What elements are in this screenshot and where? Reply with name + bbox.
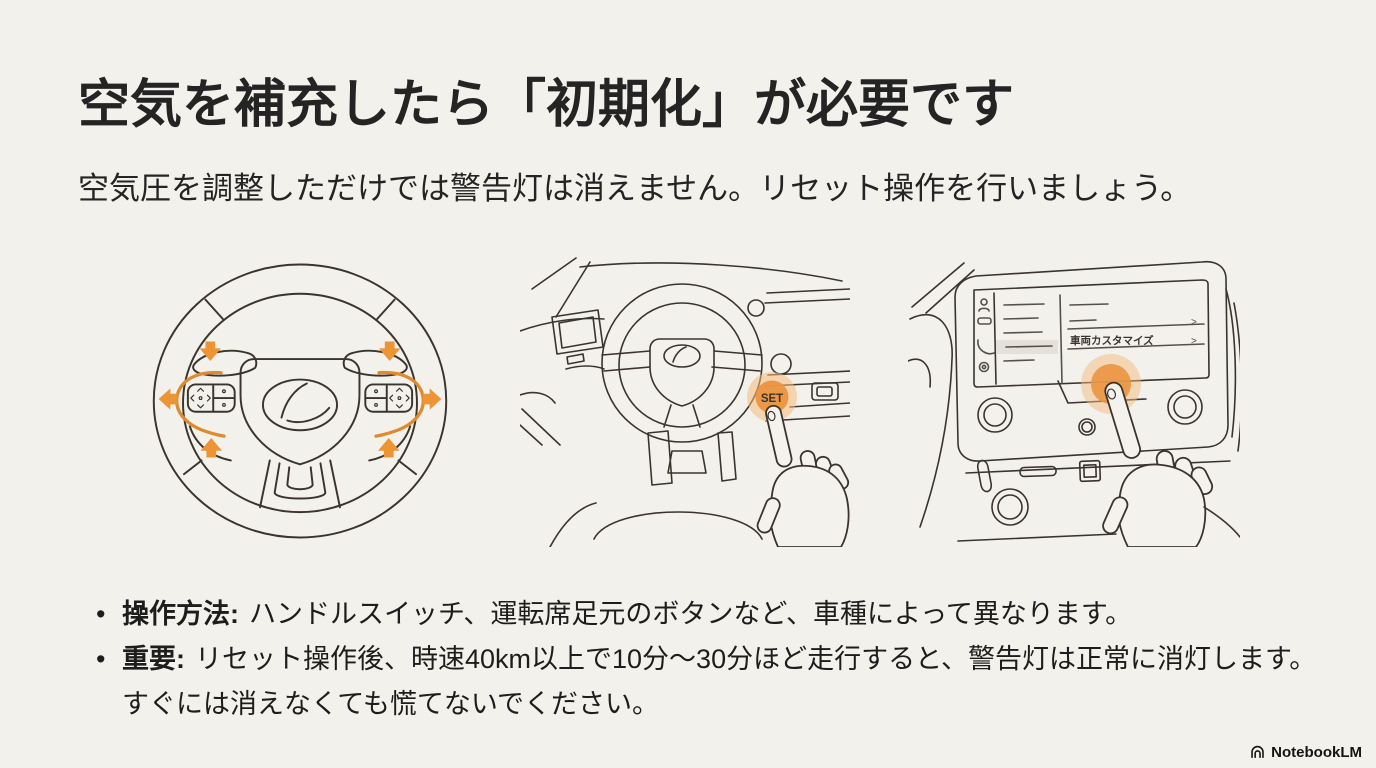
direction-arrow-icons: [158, 341, 442, 458]
cockpit-lower: [549, 430, 763, 547]
touchscreen-menu-lines: [1003, 294, 1205, 384]
rotary-dial: [997, 494, 1023, 520]
thumb: [756, 497, 781, 534]
center-button: [1081, 421, 1093, 433]
cockpit-frame: [520, 257, 850, 446]
wrist-line: [1203, 506, 1240, 538]
bullet-item-method: • 操作方法: ハンドルスイッチ、運転席足元のボタンなど、車種によって異なります。: [94, 592, 1334, 637]
notebooklm-logo-icon: [1251, 745, 1264, 759]
cockpit-steering-wheel: [601, 283, 763, 443]
phone-icon: [977, 339, 995, 355]
figure-touchscreen-menu: 車両カスタマイズ > >: [908, 255, 1240, 547]
person-icon: [978, 307, 990, 312]
set-button-label: SET: [761, 393, 783, 405]
bullet-list: • 操作方法: ハンドルスイッチ、運転席足元のボタンなど、車種によって異なります。…: [94, 592, 1334, 727]
fingernail: [1106, 388, 1117, 400]
pressing-hand: [756, 404, 850, 547]
wheel-rim: [152, 263, 448, 539]
lexus-logo-icon: [261, 378, 339, 432]
left-knob: [983, 403, 1007, 427]
car-icon: [977, 317, 992, 325]
page-subtitle: 空気圧を調整しただけでは警告灯は消えません。リセット操作を行いましょう。: [78, 171, 1192, 206]
brand-label: NotebookLM: [1271, 744, 1362, 761]
touchscreen-illustration: 車両カスタマイズ > >: [908, 260, 1240, 547]
dpad-icons: [190, 387, 410, 409]
bullet-body: リセット操作後、時速40km以上で10分〜30分ほど走行すると、警告灯は正常に消…: [122, 644, 1317, 719]
palm: [1117, 463, 1207, 547]
set-button-illustration: SET: [520, 257, 850, 547]
dash-surround: [908, 260, 1240, 528]
gear-icon: [978, 361, 990, 373]
touchscreen-bezel: [973, 279, 1210, 388]
gear-icon: [981, 364, 987, 370]
chevron-right-icon: >: [1191, 336, 1197, 347]
bullet-marker: •: [96, 599, 106, 629]
touchscreen-sidebar-icons: [977, 298, 995, 373]
bullet-marker: •: [96, 644, 106, 674]
wheel-bottom-spoke: [259, 459, 341, 509]
wheel-switch-clusters: [186, 383, 414, 413]
chevron-right-icon: >: [1191, 317, 1197, 328]
wheel-hub: [239, 358, 361, 466]
pressing-hand: [1102, 381, 1240, 547]
index-finger: [1104, 381, 1142, 459]
notebooklm-branding: NotebookLM: [1249, 744, 1362, 761]
steering-wheel-illustration: [152, 263, 448, 539]
bullet-item-important: • 重要:リセット操作後、時速40km以上で10分〜30分ほど走行すると、警告灯…: [94, 637, 1334, 727]
figure-set-button-press: SET: [520, 255, 850, 547]
fingernail: [767, 410, 776, 422]
figure-steering-wheel-switches: [145, 256, 455, 546]
page-title: 空気を補充したら「初期化」が必要です: [78, 76, 1015, 134]
touchscreen-menu-item-label[interactable]: 車両カスタマイズ: [1070, 334, 1154, 347]
set-button-glow: SET: [747, 372, 797, 422]
right-knob: [1173, 395, 1197, 419]
lexus-logo-icon: [663, 344, 701, 368]
bullet-body: ハンドルスイッチ、運転席足元のボタンなど、車種によって異なります。: [249, 599, 1133, 629]
bullet-lead: 重要:: [122, 644, 185, 674]
thumb: [1102, 496, 1129, 535]
person-icon: [980, 298, 988, 306]
palm: [769, 464, 850, 547]
switch-highlight-outline: [175, 370, 425, 438]
bullet-lead: 操作方法:: [122, 599, 239, 629]
